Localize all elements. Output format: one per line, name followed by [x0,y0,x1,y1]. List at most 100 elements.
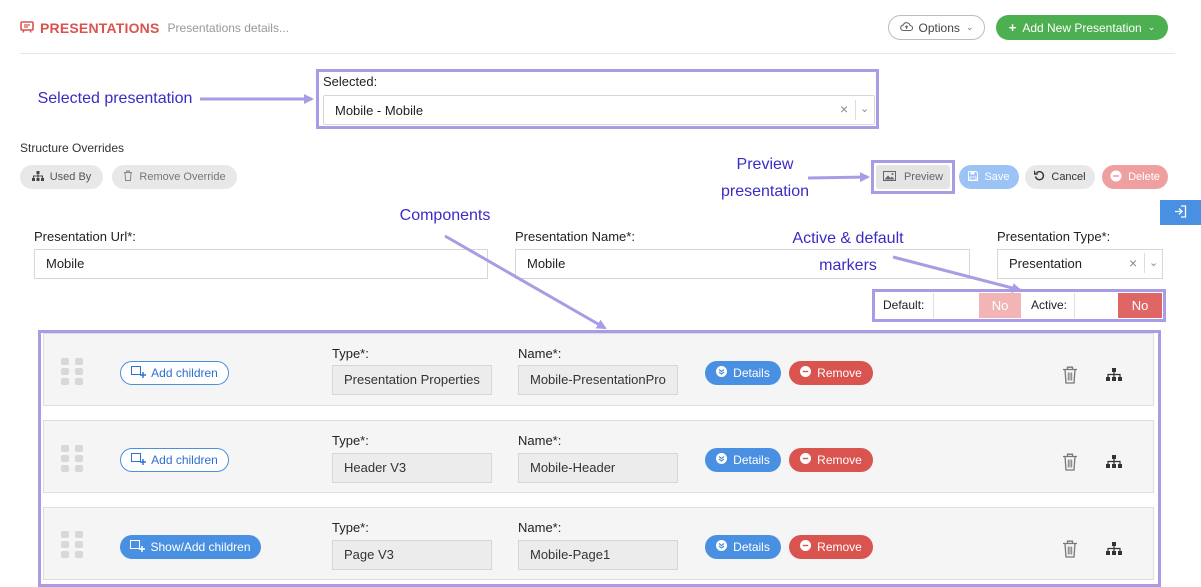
used-by-button[interactable]: Used By [20,165,103,189]
chevron-double-down-icon [716,540,728,554]
presentation-type-label: Presentation Type*: [997,229,1111,244]
cloud-icon [899,21,913,35]
presentation-icon [20,21,34,35]
chevron-down-icon[interactable]: ⌄ [860,103,870,115]
preview-button[interactable]: Preview [876,165,950,189]
minus-icon [800,366,812,380]
drag-handle-icon[interactable] [61,445,85,472]
minus-icon [800,540,812,554]
delete-button[interactable]: Delete [1102,165,1168,189]
remove-label: Remove [817,540,862,554]
presentation-type-value: Presentation [1009,256,1082,271]
clear-icon[interactable]: × [1129,255,1138,271]
drag-handle-icon[interactable] [61,358,85,385]
sitemap-icon[interactable] [1106,542,1122,556]
annotation-components: Components [399,207,491,224]
used-by-label: Used By [49,171,92,183]
trash-icon [123,170,133,184]
selected-label: Selected: [323,74,378,89]
sign-in-icon [1174,204,1187,221]
remove-label: Remove [817,366,862,380]
save-button[interactable]: Save [959,165,1019,189]
remove-label: Remove [817,453,862,467]
cancel-button[interactable]: Cancel [1025,165,1095,189]
add-children-icon [131,365,147,381]
options-button[interactable]: Options ⌄ [888,15,985,40]
type-label: Type*: [332,520,369,535]
type-field[interactable]: Header V3 [332,453,492,483]
components-highlight-box [38,330,1161,587]
selected-presentation-value: Mobile - Mobile [335,103,424,118]
add-children-label: Add children [151,366,218,380]
remove-override-button[interactable]: Remove Override [112,165,237,189]
default-toggle-off-area[interactable] [933,293,979,318]
sitemap-icon[interactable] [1106,368,1122,382]
show-add-children-label: Show/Add children [150,540,251,554]
preview-label: Preview [903,171,944,183]
chevron-down-icon[interactable]: ⌄ [1149,257,1159,269]
clear-icon[interactable]: × [840,101,849,117]
structure-overrides-label: Structure Overrides [20,141,125,155]
chevron-down-icon: ⌄ [965,22,974,32]
presentation-url-input[interactable]: Mobile [34,249,488,279]
details-button[interactable]: Details [705,361,781,385]
floppy-icon [968,170,979,184]
add-children-button[interactable]: Add children [120,448,229,472]
active-toggle[interactable]: No [1118,293,1162,318]
trash-icon[interactable] [1062,366,1078,384]
select-separator [1144,253,1145,273]
trash-icon[interactable] [1062,453,1078,471]
active-label: Active: [1031,298,1068,312]
presentation-url-label: Presentation Url*: [34,229,136,244]
sidebar-toggle-button[interactable] [1160,200,1201,225]
details-button[interactable]: Details [705,448,781,472]
options-label: Options [918,20,960,35]
delete-label: Delete [1128,171,1160,183]
trash-icon[interactable] [1062,540,1078,558]
details-label: Details [733,540,770,554]
name-field[interactable]: Mobile-PresentationPro [518,365,678,395]
remove-button[interactable]: Remove [789,448,873,472]
remove-button[interactable]: Remove [789,535,873,559]
name-field[interactable]: Mobile-Header [518,453,678,483]
add-children-icon [131,452,147,468]
remove-override-label: Remove Override [139,171,226,183]
sitemap-icon[interactable] [1106,455,1122,469]
default-toggle[interactable]: No [979,293,1021,318]
show-add-children-button[interactable]: Show/Add children [120,535,261,559]
presentation-type-select[interactable]: Presentation [997,249,1163,279]
plus-icon: + [1008,20,1017,35]
selected-presentation-select[interactable] [323,95,875,125]
annotation-preview-line2: presentation [720,183,810,200]
add-children-label: Add children [151,453,218,467]
drag-handle-icon[interactable] [61,531,85,558]
add-children-button[interactable]: Add children [120,361,229,385]
add-new-label: Add New Presentation [1022,20,1142,35]
name-label: Name*: [518,520,562,535]
undo-icon [1034,170,1045,184]
type-field[interactable]: Page V3 [332,540,492,570]
page-header: PRESENTATIONS Presentations details... [20,20,289,36]
name-label: Name*: [518,346,562,361]
add-new-presentation-button[interactable]: + Add New Presentation ⌄ [996,15,1168,40]
type-label: Type*: [332,346,369,361]
page-title: PRESENTATIONS [40,20,160,36]
type-field[interactable]: Presentation Properties [332,365,492,395]
preview-highlight-box [871,160,955,194]
chevron-double-down-icon [716,453,728,467]
sitemap-icon [31,170,44,184]
remove-button[interactable]: Remove [789,361,873,385]
annotation-markers-line1: Active & default [792,230,904,247]
default-label: Default: [883,298,925,312]
image-icon [882,170,896,184]
page-subtitle: Presentations details... [167,21,289,35]
select-separator [855,100,856,120]
chevron-down-icon: ⌄ [1147,22,1156,32]
annotation-markers-line2: markers [819,257,877,274]
details-button[interactable]: Details [705,535,781,559]
active-toggle-off-area[interactable] [1074,293,1118,318]
annotation-preview-line1: Preview [736,156,794,173]
add-children-icon [130,539,146,555]
name-field[interactable]: Mobile-Page1 [518,540,678,570]
details-label: Details [733,453,770,467]
